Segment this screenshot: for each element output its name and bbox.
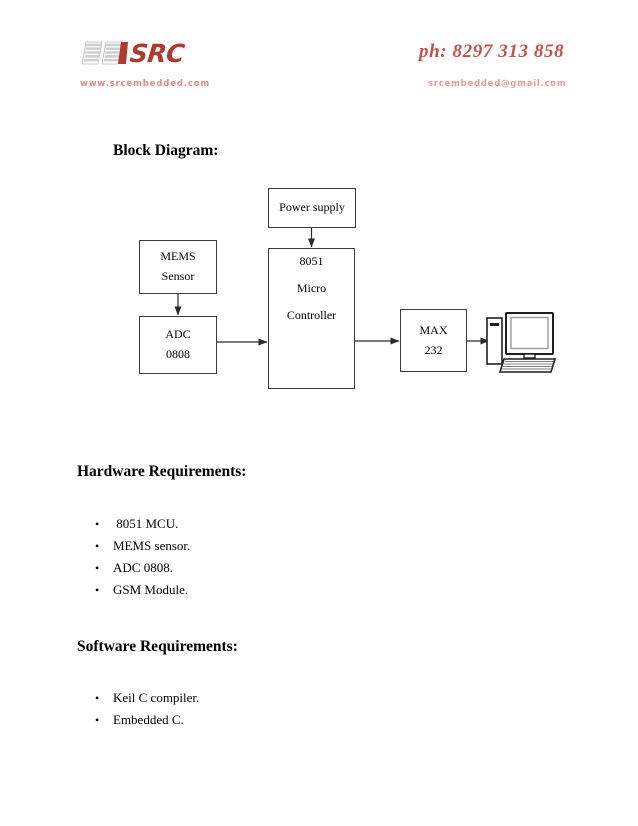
website-url[interactable]: www.srcembedded.com [80, 79, 211, 89]
slanted-stripes-icon [81, 41, 128, 65]
src-logo-text: SRC [128, 38, 186, 68]
block-power-supply[interactable]: Power supply [268, 188, 356, 228]
block-diagram-heading: Block Diagram: [113, 142, 219, 159]
page-header: SRC www.srcembedded.com ph: 8297 313 858… [0, 0, 638, 118]
block-max-232[interactable]: MAX 232 [400, 309, 467, 372]
block-mcu-label-2: Micro [296, 280, 327, 295]
block-adc-label-1: ADC [165, 327, 191, 342]
desktop-computer-icon[interactable] [485, 312, 557, 374]
block-adc-label-2: 0808 [166, 347, 190, 361]
block-mems-sensor-label-1: MEMS [160, 249, 196, 264]
list-item: Embedded C. [95, 709, 199, 731]
email-address[interactable]: srcembedded@gmail.com [428, 79, 567, 89]
src-logo: SRC [80, 38, 186, 68]
block-power-supply-label: Power supply [279, 200, 345, 215]
block-mcu-label-3: Controller [286, 307, 337, 322]
block-mcu-label-1: 8051 [299, 254, 324, 268]
list-item: ADC 0808. [95, 557, 190, 579]
block-8051-micro-controller[interactable]: 8051 Micro Controller [268, 248, 355, 389]
block-mems-sensor-label-2: Sensor [161, 269, 195, 283]
phone-number: ph: 8297 313 858 [419, 41, 565, 62]
hardware-requirements-list: 8051 MCU. MEMS sensor. ADC 0808. GSM Mod… [95, 513, 190, 601]
list-item: GSM Module. [95, 579, 190, 601]
list-item: 8051 MCU. [95, 513, 190, 535]
block-adc-0808[interactable]: ADC 0808 [139, 316, 217, 374]
hardware-requirements-heading: Hardware Requirements: [77, 463, 247, 480]
block-mems-sensor[interactable]: MEMS Sensor [139, 240, 217, 294]
software-requirements-list: Keil C compiler. Embedded C. [95, 687, 199, 731]
list-item: Keil C compiler. [95, 687, 199, 709]
block-max232-label-2: 232 [424, 342, 443, 357]
block-max232-label-1: MAX [419, 322, 448, 337]
software-requirements-heading: Software Requirements: [77, 638, 238, 655]
list-item: MEMS sensor. [95, 535, 190, 557]
